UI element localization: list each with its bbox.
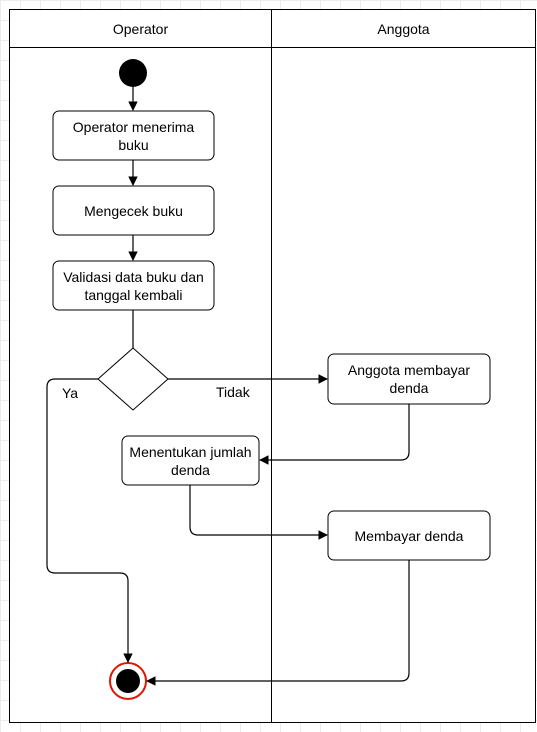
edge-label-ya: Ya	[62, 385, 79, 401]
decision-node	[97, 347, 169, 411]
lane-title-anggota: Anggota	[377, 20, 430, 37]
label-operator-menerima-buku: Operator menerima buku	[72, 118, 195, 153]
lane-title-operator: Operator	[112, 20, 169, 37]
edge-menentukan-to-membayar	[189, 485, 328, 540]
label-membayar-denda: Membayar denda	[354, 527, 464, 544]
edge-label-tidak: Tidak	[216, 384, 250, 400]
label-menentukan-jumlah-denda: Menentukan jumlah denda	[129, 443, 252, 478]
edge-decision-ya	[46, 378, 133, 663]
label-anggota-membayar-denda: Anggota membayar denda	[347, 362, 471, 396]
final-node-core	[116, 669, 140, 693]
initial-node	[119, 59, 147, 87]
edge-anggota-to-menentukan	[259, 404, 410, 465]
edge-membayar-to-final	[146, 560, 410, 686]
label-validasi-data: Validasi data buku dan tanggal kembali	[63, 268, 204, 303]
label-mengecek-buku: Mengecek buku	[84, 202, 183, 219]
